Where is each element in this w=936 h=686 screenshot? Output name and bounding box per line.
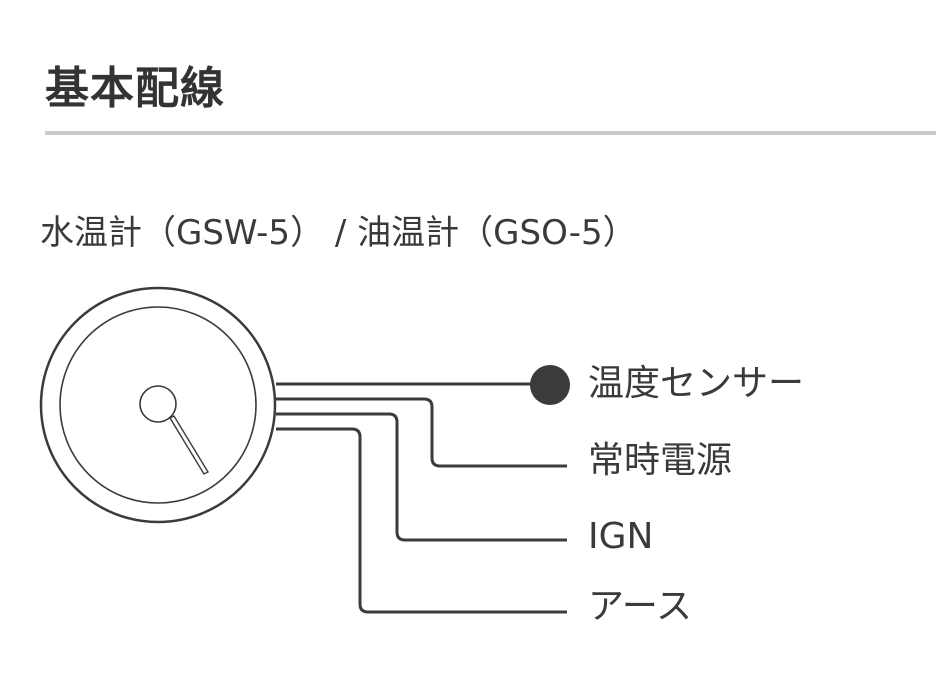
page-title: 基本配線: [45, 63, 225, 114]
label-ground: アース: [588, 586, 693, 627]
wire-ground: [276, 427, 567, 614]
label-constant-power: 常時電源: [588, 440, 733, 481]
label-ign: IGN: [588, 516, 654, 557]
title-divider: [45, 131, 936, 135]
wire-ign: [276, 412, 567, 542]
wire-constant-power: [276, 397, 567, 468]
gauge-needle-hub: [139, 385, 177, 423]
gauge-needle: [169, 415, 209, 475]
gauge-face: [59, 306, 257, 504]
diagram-subtitle: 水温計（GSW-5） / 油温計（GSO-5）: [40, 213, 637, 253]
label-temperature-sensor: 温度センサー: [588, 363, 805, 404]
sensor-terminal-dot: [530, 365, 570, 405]
gauge-outer-ring: [39, 286, 277, 524]
